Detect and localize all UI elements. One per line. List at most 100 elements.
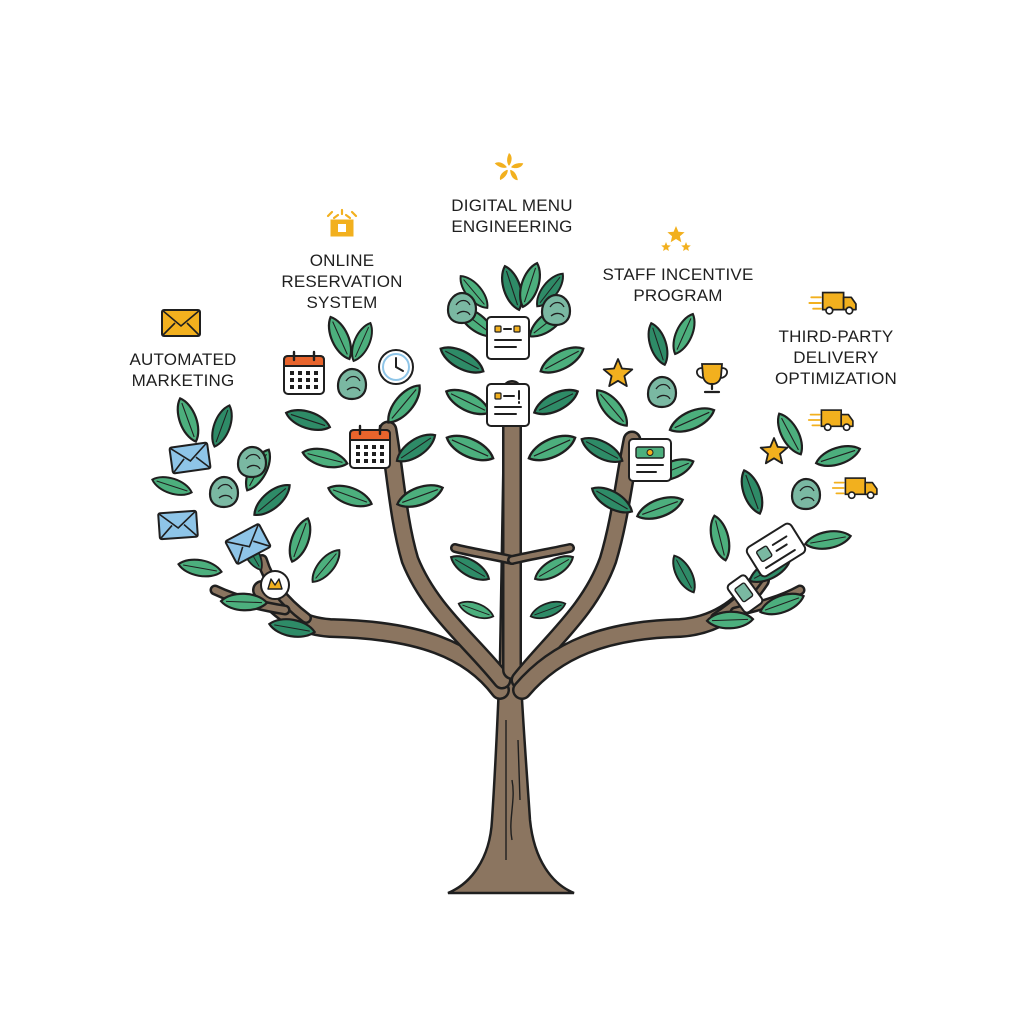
leaf xyxy=(301,447,349,469)
branch-online-reservation xyxy=(381,423,509,687)
label-line: ENGINEERING xyxy=(451,217,573,236)
leaf-bud xyxy=(790,477,822,511)
envelope-icon xyxy=(168,441,212,475)
branch-icons xyxy=(157,153,878,614)
twig-center-low-r xyxy=(509,545,573,563)
calendar-icon xyxy=(349,424,391,469)
menu-card-icon xyxy=(486,316,530,360)
label-line: PROGRAM xyxy=(633,286,723,305)
leaf xyxy=(445,434,495,462)
leaf xyxy=(267,618,317,638)
delivery-truck-icon xyxy=(807,409,854,432)
leaf xyxy=(596,389,628,427)
envelope-icon xyxy=(224,523,272,565)
leaf xyxy=(803,530,853,550)
gift-icon xyxy=(326,208,358,237)
leaf xyxy=(253,484,291,516)
leaf xyxy=(449,555,491,581)
leaf xyxy=(457,600,495,620)
trophy-icon xyxy=(696,363,728,394)
label-staff-incentive-program: STAFF INCENTIVE PROGRAM xyxy=(603,264,754,306)
leaf xyxy=(151,476,193,496)
leaf xyxy=(536,272,564,308)
label-online-reservation-system: ONLINE RESERVATION SYSTEM xyxy=(281,250,402,313)
leaf xyxy=(668,407,716,433)
leaf xyxy=(758,592,806,616)
leaf xyxy=(705,610,755,630)
leaf-bud xyxy=(208,475,240,509)
tree-foliage xyxy=(151,261,862,638)
tree-trunk-and-branches xyxy=(209,380,806,895)
leaf xyxy=(590,486,634,514)
leaf xyxy=(740,468,764,516)
leaf xyxy=(351,321,373,363)
leaf-bud xyxy=(446,291,478,325)
bark-lines xyxy=(505,720,521,860)
leaf xyxy=(501,264,523,312)
leaf-bud xyxy=(540,293,572,327)
star-icon xyxy=(602,358,634,387)
badge-icon xyxy=(260,570,290,600)
menu-card-icon xyxy=(486,383,530,427)
leaf xyxy=(284,409,332,431)
label-line: MARKETING xyxy=(131,371,235,390)
leaf xyxy=(532,388,580,416)
stars-icon xyxy=(661,226,691,251)
label-line: STAFF INCENTIVE xyxy=(602,265,754,284)
leaf xyxy=(176,396,200,444)
leaf xyxy=(327,315,353,361)
envelope-icon xyxy=(157,509,199,541)
voucher-icon xyxy=(628,438,672,482)
tablet-icon xyxy=(745,522,807,578)
calendar-icon xyxy=(283,350,325,395)
leaf xyxy=(387,384,421,424)
leaf xyxy=(177,558,223,578)
leaf-bud xyxy=(646,375,678,409)
branch-staff-incentive xyxy=(513,433,639,687)
star-icon xyxy=(759,437,789,465)
label-automated-marketing: AUTOMATED MARKETING xyxy=(130,349,237,391)
delivery-truck-icon xyxy=(808,291,857,315)
leaf xyxy=(211,404,233,448)
label-line: AUTOMATED xyxy=(129,350,237,369)
pinwheel-icon xyxy=(494,153,524,181)
leaf xyxy=(709,514,731,562)
leaf xyxy=(527,434,577,462)
label-line: DIGITAL MENU xyxy=(451,196,573,215)
label-line: OPTIMIZATION xyxy=(774,369,898,388)
label-line: SYSTEM xyxy=(306,293,378,312)
leaf xyxy=(219,592,269,612)
label-line: THIRD-PARTY xyxy=(778,327,894,346)
leaf xyxy=(533,555,575,581)
leaf xyxy=(311,549,341,583)
label-third-party-delivery-optimization: THIRD-PARTY DELIVERY OPTIMIZATION xyxy=(775,326,897,389)
delivery-truck-icon xyxy=(831,477,878,500)
leaf-bud xyxy=(336,367,368,401)
leaf xyxy=(777,412,803,456)
leaf xyxy=(539,346,585,374)
leaf xyxy=(444,388,492,416)
envelope-icon xyxy=(161,309,201,337)
leaf xyxy=(672,554,696,594)
phone-icon xyxy=(726,574,764,614)
leaf xyxy=(395,433,437,463)
leaf xyxy=(395,484,445,508)
leaf xyxy=(326,484,374,508)
leaf xyxy=(814,445,862,467)
clock-icon xyxy=(378,349,414,385)
leaf-bud xyxy=(236,445,268,479)
leaf xyxy=(635,496,685,520)
leaf xyxy=(647,321,669,367)
leaf xyxy=(519,261,541,309)
label-line: RESERVATION xyxy=(281,272,403,291)
leaf xyxy=(529,600,567,620)
label-line: DELIVERY xyxy=(793,348,879,367)
leaf xyxy=(439,346,485,374)
twig-center-low xyxy=(452,545,515,563)
label-line: ONLINE xyxy=(309,251,375,270)
leaf xyxy=(459,275,489,309)
label-digital-menu-engineering: DIGITAL MENU ENGINEERING xyxy=(451,195,572,237)
leaf xyxy=(580,437,624,463)
leaf xyxy=(288,516,312,564)
